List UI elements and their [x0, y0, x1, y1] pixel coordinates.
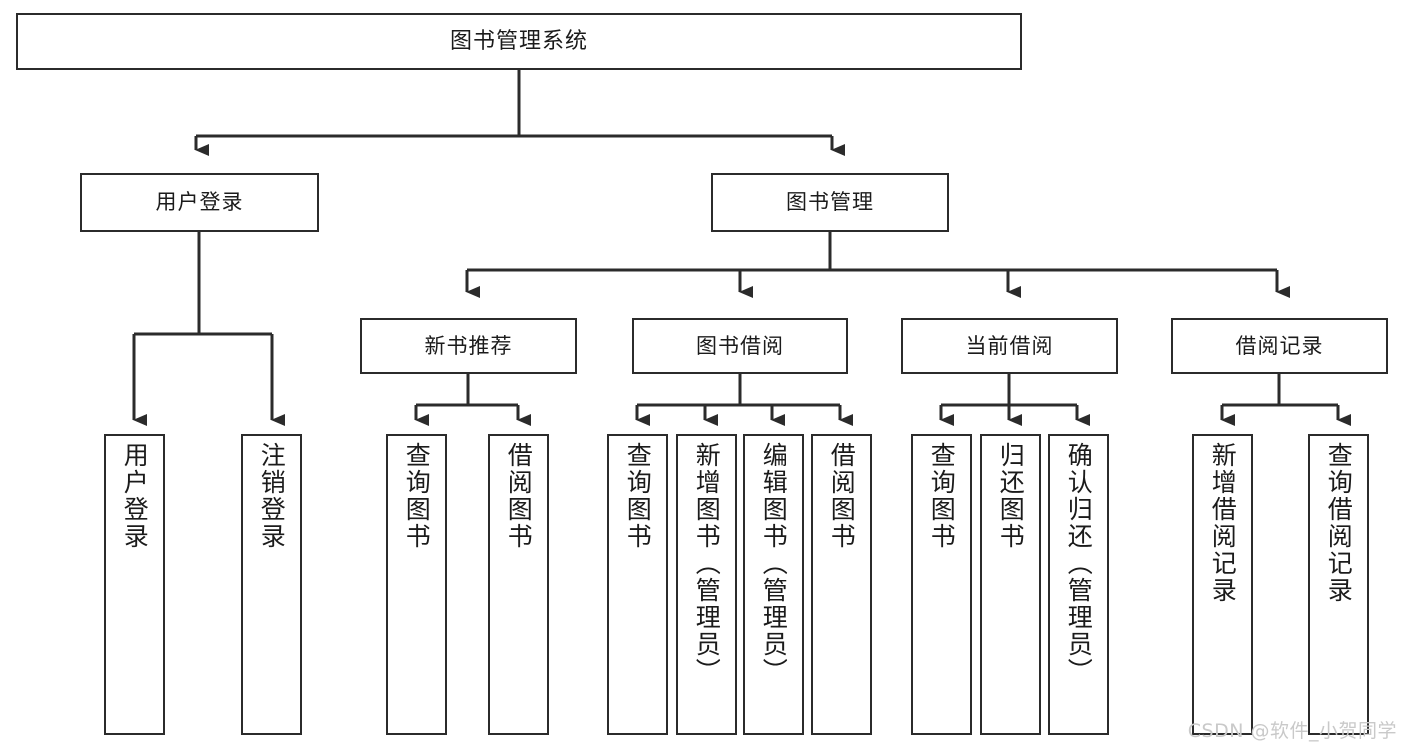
node-label: 借阅记录 — [1235, 333, 1324, 358]
node-label: 用户登录 — [120, 442, 150, 550]
leaf-borrow-add-book-admin[interactable]: 新增图书（管理员） — [676, 434, 737, 735]
leaf-user-login[interactable]: 用户登录 — [104, 434, 165, 735]
leaf-current-query-book[interactable]: 查询图书 — [911, 434, 972, 735]
node-label: 查询图书 — [402, 442, 432, 550]
leaf-current-confirm-return-admin[interactable]: 确认归还（管理员） — [1048, 434, 1109, 735]
node-label: 图书管理 — [786, 190, 874, 215]
node-book-management[interactable]: 图书管理 — [711, 173, 949, 232]
leaf-borrow-edit-book-admin[interactable]: 编辑图书（管理员） — [743, 434, 804, 735]
node-label: 注销登录 — [257, 442, 287, 550]
node-label: 新增借阅记录 — [1208, 442, 1238, 604]
node-label: 新书推荐 — [424, 333, 513, 358]
leaf-current-return-book[interactable]: 归还图书 — [980, 434, 1041, 735]
node-label: 借阅图书 — [504, 442, 534, 550]
leaf-record-query-record[interactable]: 查询借阅记录 — [1308, 434, 1369, 735]
node-current-borrow[interactable]: 当前借阅 — [901, 318, 1118, 374]
node-label: 编辑图书（管理员） — [759, 442, 789, 685]
node-book-borrow[interactable]: 图书借阅 — [632, 318, 848, 374]
node-label: 确认归还（管理员） — [1064, 442, 1094, 685]
leaf-borrow-query-book[interactable]: 查询图书 — [607, 434, 668, 735]
node-label: 图书管理系统 — [449, 28, 588, 54]
node-label: 图书借阅 — [696, 333, 784, 358]
node-label: 归还图书 — [996, 442, 1026, 550]
leaf-logout[interactable]: 注销登录 — [241, 434, 302, 735]
node-borrow-record[interactable]: 借阅记录 — [1171, 318, 1388, 374]
node-label: 查询图书 — [623, 442, 653, 550]
node-user-login[interactable]: 用户登录 — [80, 173, 319, 232]
leaf-borrow-borrow-book[interactable]: 借阅图书 — [811, 434, 872, 735]
node-label: 查询图书 — [927, 442, 957, 550]
watermark: CSDN @软件_小贺同学 — [1187, 720, 1397, 742]
leaf-newbook-query-book[interactable]: 查询图书 — [386, 434, 447, 735]
node-label: 用户登录 — [155, 190, 244, 215]
node-label: 新增图书（管理员） — [692, 442, 722, 685]
node-root-system[interactable]: 图书管理系统 — [16, 13, 1022, 70]
node-label: 借阅图书 — [827, 442, 857, 550]
leaf-record-add-record[interactable]: 新增借阅记录 — [1192, 434, 1253, 735]
node-label: 查询借阅记录 — [1324, 442, 1354, 604]
node-label: 当前借阅 — [965, 333, 1054, 358]
node-new-book-recommend[interactable]: 新书推荐 — [360, 318, 577, 374]
leaf-newbook-borrow-book[interactable]: 借阅图书 — [488, 434, 549, 735]
